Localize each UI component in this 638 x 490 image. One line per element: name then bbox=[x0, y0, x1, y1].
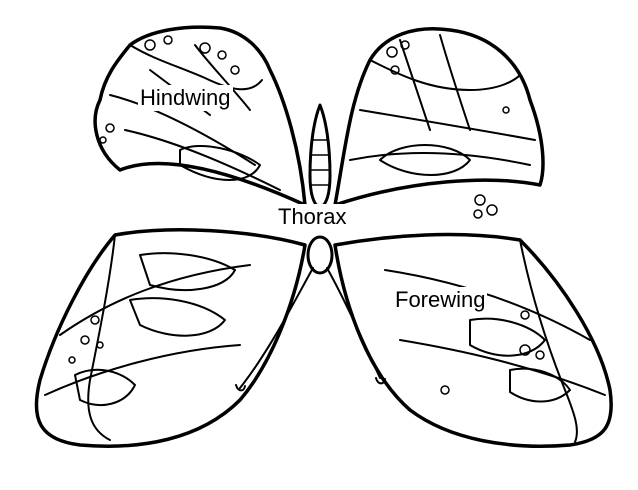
upper-left-wing bbox=[93, 25, 307, 207]
label-forewing: Forewing bbox=[393, 287, 488, 313]
lower-right-wing bbox=[333, 232, 613, 448]
butterfly-body bbox=[235, 103, 386, 392]
lower-left-wing bbox=[34, 228, 307, 448]
upper-right-wing bbox=[333, 27, 545, 219]
label-thorax: Thorax bbox=[276, 204, 349, 230]
label-hindwing: Hindwing bbox=[138, 85, 233, 111]
